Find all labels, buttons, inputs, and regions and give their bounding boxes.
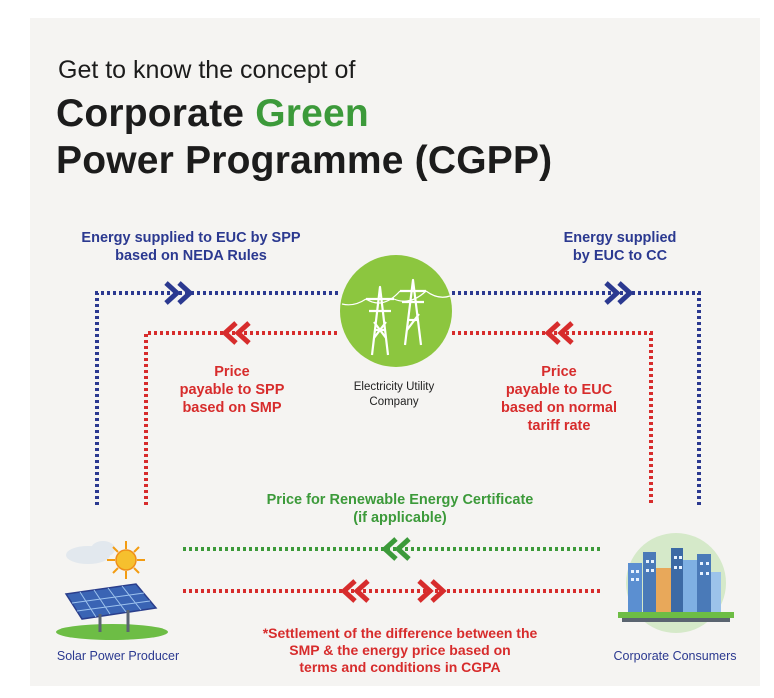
energy-flow-line — [95, 291, 701, 505]
red-chevron-icon — [221, 321, 251, 345]
payment-flow-line — [144, 331, 653, 505]
title-green-word: Green — [255, 92, 369, 135]
euc-label: Electricity Utility Company — [336, 380, 452, 410]
label-energy-spp-to-euc: Energy supplied to EUC by SPP based on N… — [60, 229, 322, 265]
label-line: Electricity Utility — [353, 381, 435, 393]
green-chevron-icon — [381, 537, 411, 561]
label-line: based on SMP — [182, 400, 282, 416]
label-line: payable to EUC — [505, 382, 613, 398]
title-part1: Corporate — [56, 92, 256, 135]
label-line: payable to SPP — [179, 382, 285, 398]
transmission-tower-icon — [341, 278, 451, 356]
city-buildings-icon — [618, 548, 734, 622]
label-line: by EUC to CC — [572, 248, 668, 264]
label-line: based on normal — [500, 400, 618, 416]
title-line2: Power Programme (CGPP) — [56, 139, 553, 182]
blue-chevron-icon — [164, 281, 194, 305]
ground-shape — [56, 624, 168, 640]
page-title: Corporate Green Power Programme (CGPP) — [56, 90, 552, 184]
label-energy-euc-to-cc: Energy supplied by EUC to CC — [545, 229, 695, 265]
page-subtitle: Get to know the concept of — [58, 56, 356, 84]
label-line: Energy supplied — [563, 230, 677, 246]
label-rec-price: Price for Renewable Energy Certificate (… — [240, 491, 560, 527]
cloud-shape — [91, 541, 115, 557]
label-line: terms and conditions in CGPA — [299, 659, 501, 675]
label-line: based on NEDA Rules — [115, 248, 267, 264]
label-line: Price — [541, 364, 577, 380]
label-line: *Settlement of the difference between th… — [262, 625, 538, 641]
label-line: Price — [214, 364, 250, 380]
label-line: (if applicable) — [353, 510, 447, 526]
label-line: Energy supplied to EUC by SPP — [81, 230, 301, 246]
label-corporate-consumers: Corporate Consumers — [613, 649, 737, 663]
sun-icon — [107, 541, 145, 579]
label-line: SMP & the energy price based on — [289, 642, 511, 658]
label-price-to-euc: Price payable to EUC based on normal tar… — [489, 363, 629, 435]
euc-circle — [340, 255, 452, 367]
label-line: tariff rate — [527, 418, 591, 434]
red-chevron-icon — [340, 579, 370, 603]
label-solar-power-producer: Solar Power Producer — [56, 649, 180, 663]
label-line: Company — [369, 396, 419, 408]
label-price-to-spp: Price payable to SPP based on SMP — [172, 363, 292, 417]
label-settlement: *Settlement of the difference between th… — [230, 625, 570, 676]
solar-panel-icon — [64, 583, 158, 632]
red-chevron-icon — [417, 579, 447, 603]
label-line: Price for Renewable Energy Certificate — [266, 492, 534, 508]
red-chevron-icon — [544, 321, 574, 345]
blue-chevron-icon — [604, 281, 634, 305]
